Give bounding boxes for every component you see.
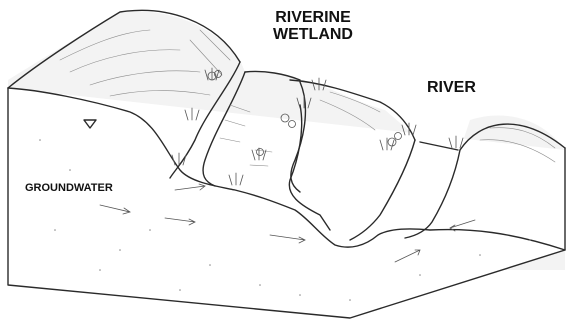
river-label: RIVER xyxy=(427,80,476,97)
riverine-wetland-label: RIVERINE WETLAND xyxy=(258,10,368,44)
riverine-wetland-label-line1: RIVERINE xyxy=(258,10,368,27)
groundwater-label: GROUNDWATER xyxy=(25,183,113,195)
riverine-wetland-label-line2: WETLAND xyxy=(258,27,368,44)
